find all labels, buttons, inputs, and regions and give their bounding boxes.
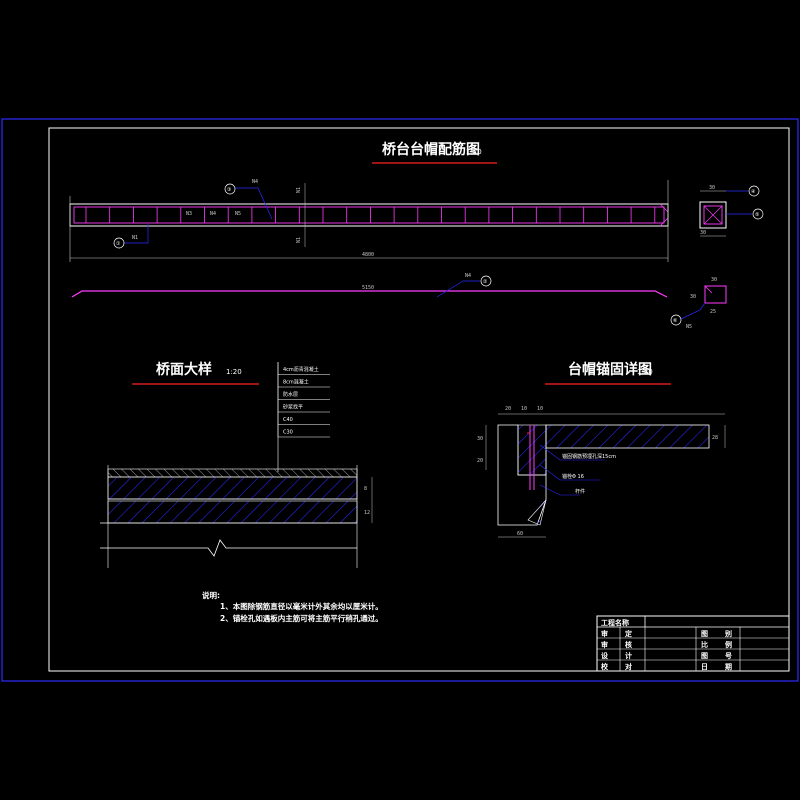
- title-block-cell: 设: [601, 651, 609, 660]
- main-title-scale: 1:20: [466, 148, 482, 156]
- title-block-cell: 定: [625, 629, 632, 638]
- section-dim-top: 30: [709, 185, 715, 191]
- svg-text:28: 28: [712, 435, 718, 441]
- stirrup-detail: 30 30 25 ⑥ N5: [670, 277, 727, 330]
- main-title-group: 桥台台帽配筋图 1:20: [372, 141, 497, 164]
- stirrup-lines: [85, 207, 656, 223]
- concrete-layer: [107, 476, 358, 500]
- svg-text:30: 30: [690, 294, 696, 300]
- title-block-cell: 图: [701, 629, 708, 638]
- title-block-cell: 计: [625, 651, 632, 660]
- svg-text:②: ②: [483, 279, 488, 285]
- svg-text:N5: N5: [686, 324, 692, 330]
- title-block-cell: 期: [725, 662, 732, 671]
- length-dim-text: 4800: [362, 252, 374, 258]
- title-block-rows: 审定图别审核比例设计图号校对日期: [597, 627, 789, 671]
- bubble-3: [224, 183, 236, 195]
- title-block-cell: 号: [725, 651, 732, 660]
- anchor-title-scale: 1:20: [637, 368, 653, 376]
- svg-text:④: ④: [751, 189, 756, 195]
- deck-layer-label: 砂浆找平: [283, 404, 303, 411]
- bubble-1: [113, 237, 125, 249]
- note-2: 2、锚栓孔如遇板内主筋可将主筋平行稍孔通过。: [220, 613, 383, 623]
- outer-frame: [1, 118, 799, 682]
- deck-layer-label: C30: [283, 430, 293, 436]
- anchor-slab: [545, 424, 710, 449]
- bent-bar-length: 5150: [362, 285, 374, 291]
- svg-text:20: 20: [477, 458, 483, 464]
- title-block-cell: 审: [601, 629, 608, 638]
- break-line: [100, 539, 357, 557]
- bubble-4: [748, 185, 760, 197]
- svg-text:③: ③: [227, 187, 231, 193]
- deck-layer-label: 4cm沥青混凝土: [283, 366, 319, 373]
- title-block-cell: 对: [625, 662, 632, 671]
- bottom-mark: N1: [296, 237, 302, 243]
- note-1: 1、本图除钢筋直径以毫米计外其余均以厘米计。: [220, 601, 383, 611]
- lower-bent-bar: 5150 ② N4: [71, 273, 668, 298]
- main-rebar-cage: [73, 206, 665, 224]
- notes-block: 说明: 1、本图除钢筋直径以毫米计外其余均以厘米计。 2、锚栓孔如遇板内主筋可将…: [202, 590, 383, 623]
- anchor-detail: 台帽锚固详图 1:20 20 10 10 30 20 28 60 锚固钢筋预埋孔…: [477, 361, 726, 538]
- inner-frame: [48, 127, 790, 672]
- cap-beam-elevation: 4800 N1 N1 N3 N4 N5 ③ N4 ① N1: [69, 179, 669, 262]
- svg-text:60: 60: [517, 531, 523, 537]
- svg-text:8: 8: [364, 486, 367, 492]
- notes-heading: 说明:: [202, 590, 220, 600]
- cross-section: 30 30 ④ ⑤: [699, 185, 764, 237]
- bent-bar-line: [71, 290, 668, 298]
- title-block-cell: 例: [725, 640, 732, 649]
- deck-layer-label: C40: [283, 417, 293, 423]
- deck-layer-label: 8cm混凝土: [283, 379, 309, 386]
- title-block-cell: 核: [625, 640, 632, 649]
- title-block-cell: 图: [701, 651, 708, 660]
- top-mark: N1: [296, 187, 302, 193]
- main-title: 桥台台帽配筋图: [382, 141, 480, 158]
- asphalt-layer: [107, 468, 358, 478]
- bent-bar-tag: N4: [465, 273, 471, 279]
- deck-title: 桥面大样: [156, 361, 212, 378]
- title-block: 工程名称 审定图别审核比例设计图号校对日期: [596, 615, 790, 672]
- bubble-6: [670, 314, 682, 326]
- section-outline: [699, 201, 727, 229]
- svg-text:12: 12: [364, 510, 370, 516]
- svg-text:30: 30: [711, 277, 717, 283]
- title-block-cell: 比: [701, 640, 708, 649]
- svg-text:N1: N1: [132, 235, 138, 241]
- title-block-cell: 日: [701, 663, 708, 671]
- rebar-label-n3: N3: [186, 211, 192, 217]
- title-block-cell: 别: [724, 629, 732, 638]
- section-dim-side: 30: [700, 230, 706, 236]
- deck-title-scale: 1:20: [226, 368, 242, 376]
- svg-text:10: 10: [537, 406, 543, 412]
- slab-layer: [107, 500, 358, 524]
- anchor-note-3: 杆件: [575, 488, 585, 495]
- rebar-label-n4: N4: [210, 211, 216, 217]
- anchor-note-1: 锚固钢筋预埋孔深15cm: [562, 453, 616, 460]
- bubble-5: [752, 208, 764, 220]
- anchor-note-2: 锚栓Φ 16: [562, 473, 584, 480]
- svg-text:①: ①: [116, 241, 121, 247]
- rebar-label-n5: N5: [235, 211, 241, 217]
- svg-text:⑤: ⑤: [755, 212, 759, 218]
- title-block-cell: 审: [601, 640, 608, 649]
- svg-text:10: 10: [521, 406, 527, 412]
- anchor-title: 台帽锚固详图: [568, 361, 652, 378]
- svg-text:⑥: ⑥: [673, 318, 678, 324]
- svg-text:30: 30: [477, 436, 483, 442]
- deck-layer-label: 防水层: [283, 391, 298, 398]
- svg-text:25: 25: [710, 309, 716, 315]
- title-block-cell: 校: [601, 662, 609, 671]
- svg-text:20: 20: [505, 406, 511, 412]
- project-label: 工程名称: [601, 618, 629, 627]
- svg-text:N4: N4: [252, 179, 258, 185]
- bubble-2: [480, 275, 492, 287]
